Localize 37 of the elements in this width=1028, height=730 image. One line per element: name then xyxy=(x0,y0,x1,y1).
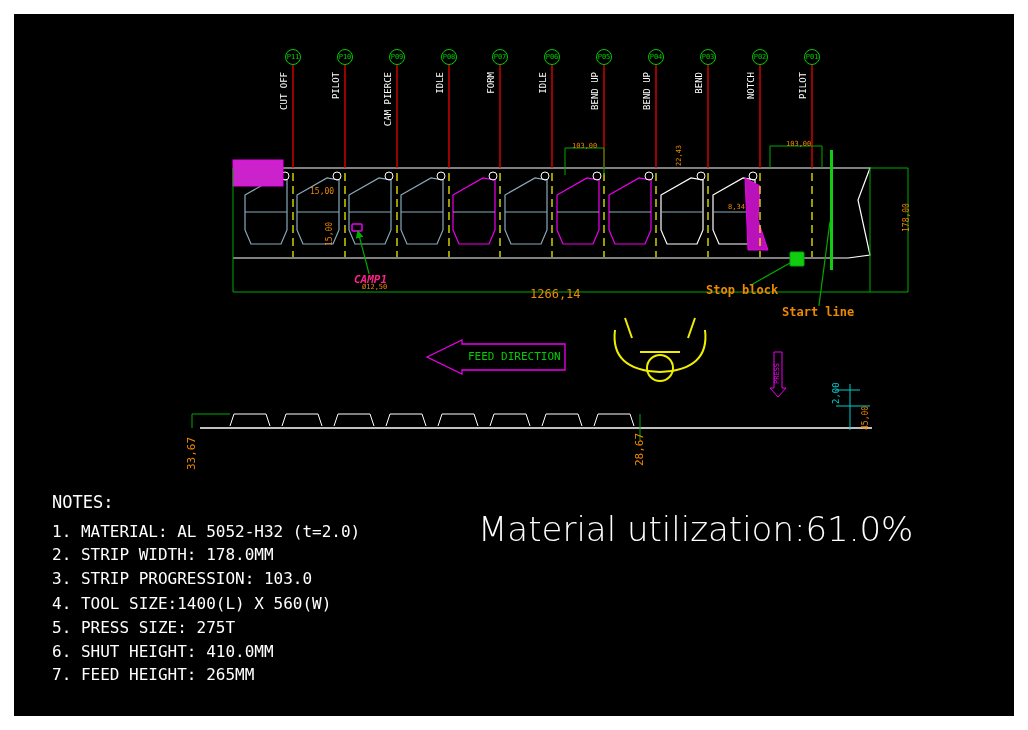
notes-heading: NOTES: xyxy=(52,494,114,511)
station-name: BEND UP xyxy=(643,72,652,110)
note-text: 3. STRIP PROGRESSION: 103.0 xyxy=(52,571,313,587)
note-text: 2. STRIP WIDTH: 178.0MM xyxy=(52,547,274,563)
leader-text: Stop block xyxy=(706,284,779,296)
note-text: 6. SHUT HEIGHT: 410.0MM xyxy=(52,644,274,660)
note-text: 7. FEED HEIGHT: 265MM xyxy=(52,667,255,683)
note-text: 1. MATERIAL: AL 5052-H32 (t=2.0) xyxy=(52,524,361,540)
dimension-text: 178,00 xyxy=(903,203,911,232)
station-name: NOTCH xyxy=(747,72,756,100)
dimension-text: 33,67 xyxy=(186,436,197,470)
direction-text: FEED DIRECTION xyxy=(468,351,561,362)
note-text: 5. PRESS SIZE: 275T xyxy=(52,620,236,636)
arrow xyxy=(355,230,370,275)
dimension-text: 15,00 xyxy=(326,221,334,246)
station-name: BEND UP xyxy=(591,72,600,110)
station-name: PILOT xyxy=(799,72,808,100)
dimension-text: 45,00 xyxy=(862,405,870,430)
utilization-text: Material utilization:61.0% xyxy=(478,512,914,546)
station-name: FORM xyxy=(487,72,496,94)
leader-text: Start line xyxy=(782,306,855,318)
stop-block xyxy=(789,251,805,267)
station-name: PILOT xyxy=(332,72,341,100)
note-text: 4. TOOL SIZE:1400(L) X 560(W) xyxy=(52,596,332,612)
station-name: IDLE xyxy=(436,72,445,94)
start-line xyxy=(830,150,833,270)
dimension-text: 15,00 xyxy=(310,188,335,196)
station-name: CAM PIERCE xyxy=(384,72,393,127)
dimension-text: 28,67 xyxy=(634,432,645,466)
station-name: CUT OFF xyxy=(280,72,289,110)
station-name: BEND xyxy=(695,72,704,94)
leader-line xyxy=(818,220,831,307)
leader-line xyxy=(752,262,791,285)
dimension-text: 2,00 xyxy=(832,382,841,404)
dimension-text: 1266,14 xyxy=(530,288,581,300)
pierced-slot xyxy=(351,223,363,232)
station-name: IDLE xyxy=(539,72,548,94)
